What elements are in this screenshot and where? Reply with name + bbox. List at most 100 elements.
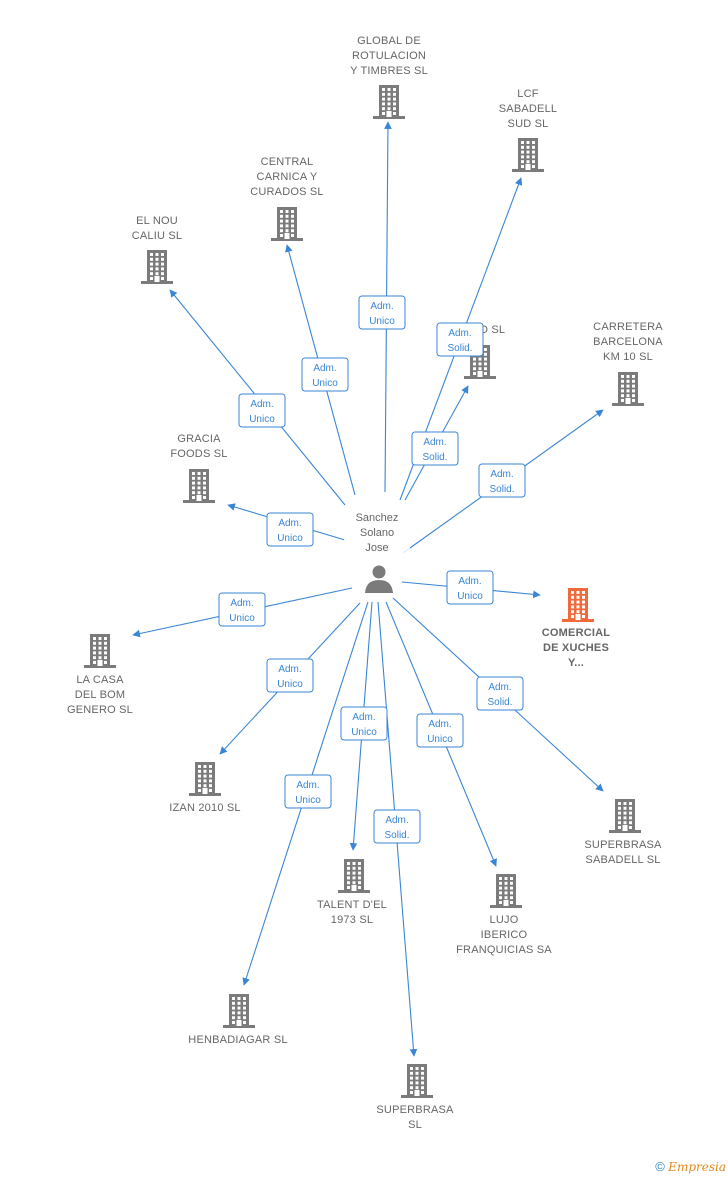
company-node-sbsabadell[interactable]: SUPERBRASA SABADELL SL — [584, 799, 662, 866]
company-node-talent[interactable]: TALENT D'EL 1973 SL — [317, 859, 387, 926]
edge-role-text: Adm. — [488, 682, 511, 693]
building-icon — [84, 634, 116, 668]
company-node-izan[interactable]: IZAN 2010 SL — [169, 762, 241, 814]
edge-role-text: Unico — [277, 533, 303, 544]
edge-role-text: Unico — [427, 734, 453, 745]
edge-role-text: Adm. — [250, 399, 273, 410]
company-label: CARNICA Y — [257, 171, 318, 183]
edge-role-box[interactable]: Adm. Unico — [301, 357, 349, 392]
company-label: CARRETERA — [593, 321, 663, 333]
edge-role-box[interactable]: Adm. Unico — [266, 512, 314, 547]
building-icon — [512, 138, 544, 172]
edge-role-text: Adm. — [230, 598, 253, 609]
edge-role-text: Adm. — [352, 712, 375, 723]
edge-role-text: Unico — [351, 727, 377, 738]
company-label: EL NOU — [136, 215, 178, 227]
company-label: Y... — [568, 657, 584, 669]
edge-role-box[interactable]: Adm.Solid. — [476, 676, 524, 711]
company-node-lacasa[interactable]: LA CASA DEL BOM GENERO SL — [67, 634, 133, 716]
company-label: COMERCIAL — [542, 627, 610, 639]
company-label: FRANQUICIAS SA — [456, 944, 552, 956]
edge-role-text: Solid. — [447, 343, 472, 354]
edge-role-box[interactable]: Adm. Unico — [416, 713, 464, 748]
company-label: IBERICO — [481, 929, 528, 941]
person-icon — [365, 565, 393, 593]
edge-role-text: Unico — [369, 316, 395, 327]
company-label: GENERO SL — [67, 704, 133, 716]
edge-role-box[interactable]: Adm. Unico — [284, 774, 332, 809]
edge-role-text: Adm. — [313, 363, 336, 374]
building-icon — [338, 859, 370, 893]
edge-role-text: Unico — [312, 378, 338, 389]
company-label: HENBADIAGAR SL — [188, 1034, 287, 1046]
company-label: SUPERBRASA — [584, 839, 662, 851]
edge-role-text: Adm. — [278, 664, 301, 675]
company-label: SUD SL — [508, 118, 549, 130]
company-node-henbadiagar[interactable]: HENBADIAGAR SL — [188, 994, 287, 1046]
edge-role-box[interactable]: Adm. Unico — [340, 706, 388, 741]
edge-role-text: Adm. — [423, 437, 446, 448]
empresia-logo: Empresia — [668, 1160, 726, 1174]
edge-role-box[interactable]: Adm. Solid. — [373, 809, 421, 844]
edge-role-box[interactable]: Adm. Unico — [358, 295, 406, 330]
building-icon — [562, 588, 594, 622]
company-node-elnou[interactable]: EL NOU CALIU SL — [132, 215, 183, 284]
person-name: Jose — [365, 542, 388, 554]
edge-role-box[interactable]: Adm.Unico — [446, 570, 494, 605]
company-label: SUPERBRASA — [376, 1104, 454, 1116]
company-label: ROTULACION — [352, 50, 426, 62]
building-icon — [271, 207, 303, 241]
building-icon — [189, 762, 221, 796]
edge-role-box[interactable]: Adm.Unico — [238, 393, 286, 428]
building-icon — [373, 85, 405, 119]
edge-role-text: Solid. — [384, 830, 409, 841]
person-name: Sanchez — [356, 512, 399, 524]
edge-role-box[interactable]: Adm.Solid. — [436, 322, 484, 357]
edge-role-box[interactable]: Adm. Solid. — [478, 463, 526, 498]
edge-role-text: Unico — [295, 795, 321, 806]
company-label: LUJO — [490, 914, 519, 926]
building-icon — [490, 874, 522, 908]
edge-role-box[interactable]: Adm.Unico — [218, 592, 266, 627]
edge-role-text: Adm. — [428, 719, 451, 730]
edge-role-text: Solid. — [489, 484, 514, 495]
building-icon — [183, 469, 215, 503]
edge-role-text: Unico — [277, 679, 303, 690]
company-label: LA CASA — [76, 674, 124, 686]
company-label: TALENT D'EL — [317, 899, 387, 911]
edge-role-text: Adm. — [490, 469, 513, 480]
company-label: CURADOS SL — [250, 186, 324, 198]
person-name: Solano — [360, 527, 394, 539]
edge-role-box[interactable]: Adm.Solid. — [411, 431, 459, 466]
edge-role-text: Adm. — [370, 301, 393, 312]
edge-role-box[interactable]: Adm. Unico — [266, 658, 314, 693]
edge-role-text: Adm. — [385, 815, 408, 826]
building-icon — [223, 994, 255, 1028]
company-label: SABADELL SL — [585, 854, 660, 866]
edge-role-text: Adm. — [296, 780, 319, 791]
company-label: CALIU SL — [132, 230, 183, 242]
edge-role-text: Adm. — [458, 576, 481, 587]
company-label: GRACIA — [177, 433, 221, 445]
company-node-lujo[interactable]: LUJO IBERICO FRANQUICIAS SA — [456, 874, 552, 956]
company-label: 1973 SL — [331, 914, 373, 926]
building-icon — [609, 799, 641, 833]
company-label: Y TIMBRES SL — [350, 65, 428, 77]
copyright-notice: © Empresia — [655, 1159, 726, 1174]
company-label: IZAN 2010 SL — [169, 802, 241, 814]
building-icon — [612, 372, 644, 406]
company-label: SABADELL — [499, 103, 557, 115]
company-label: DEL BOM — [75, 689, 126, 701]
company-label: CENTRAL — [261, 156, 314, 168]
edge-role-text: Adm. — [278, 518, 301, 529]
building-icon — [401, 1064, 433, 1098]
company-node-central[interactable]: CENTRAL CARNICA Y CURADOS SL — [250, 156, 324, 241]
